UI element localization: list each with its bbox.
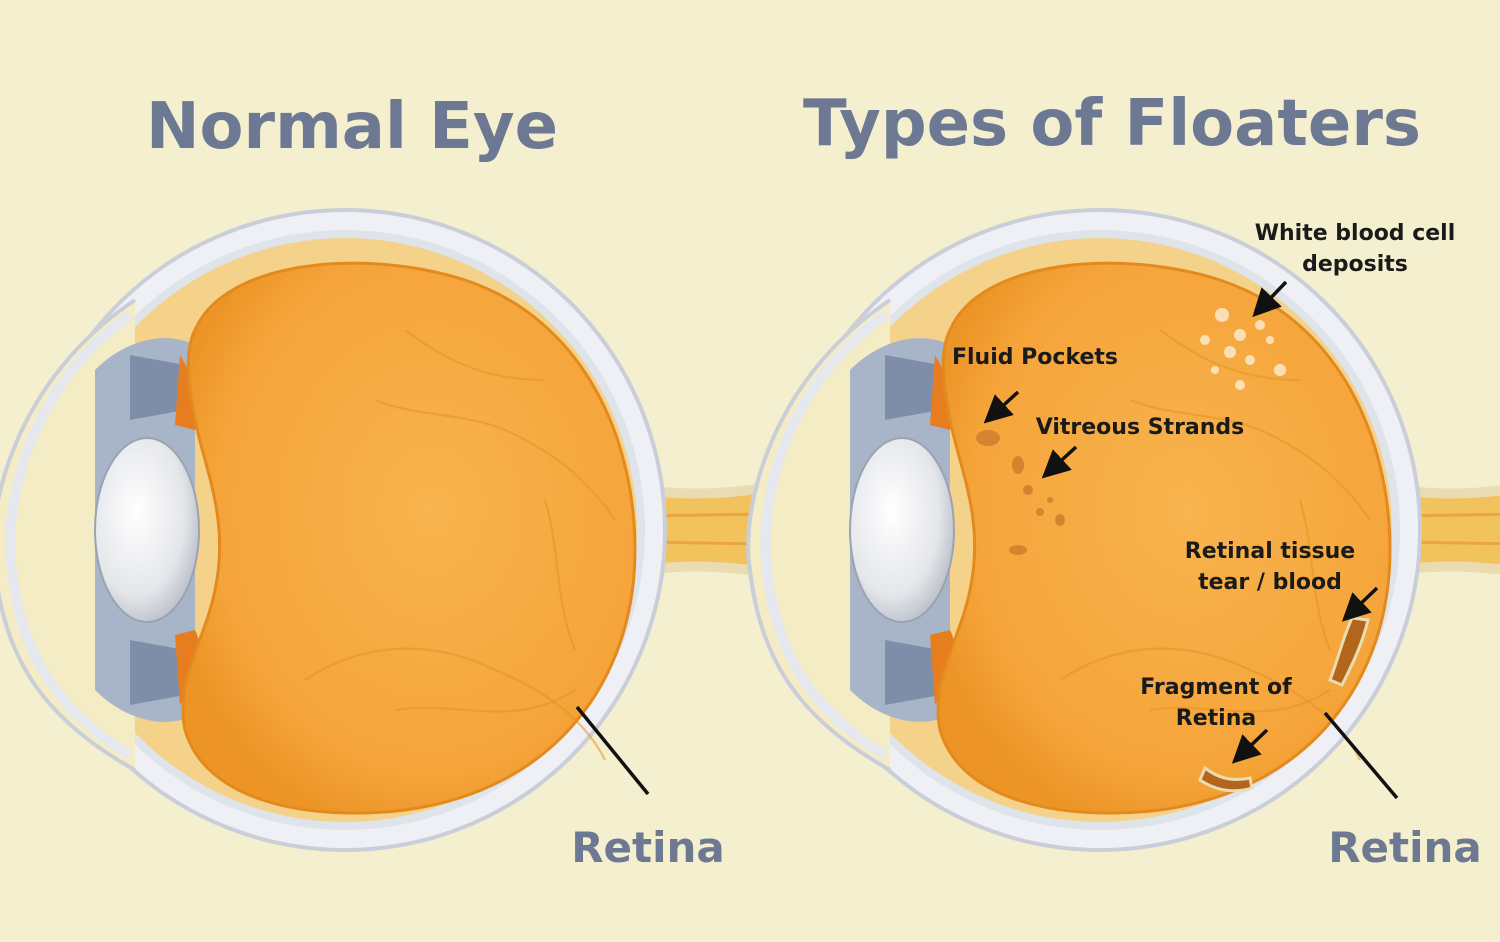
label-retina-left: Retina xyxy=(571,823,725,872)
label-fragment-line2: Retina xyxy=(1176,706,1256,731)
label-fragment-line1: Fragment of xyxy=(1140,675,1292,700)
title-normal-eye: Normal Eye xyxy=(146,90,558,164)
normal-eye-illustration xyxy=(0,210,765,850)
wbc-deposits xyxy=(1200,308,1286,390)
label-tear-line1: Retinal tissue xyxy=(1185,539,1355,564)
retina-leader-right xyxy=(1323,711,1399,800)
title-types-of-floaters: Types of Floaters xyxy=(803,87,1421,161)
label-wbc-line2: deposits xyxy=(1302,252,1408,277)
retina-leader-left xyxy=(575,705,650,796)
arrow-wbc xyxy=(1252,280,1288,318)
arrow-fluid-pockets xyxy=(983,390,1020,424)
label-tear-line2: tear / blood xyxy=(1198,570,1342,595)
arrow-retinal-fragment xyxy=(1231,728,1269,764)
floaters-eye-illustration xyxy=(748,210,1500,850)
retinal-fragment xyxy=(1198,765,1254,793)
retinal-tear xyxy=(1328,616,1370,687)
label-wbc-line1: White blood cell xyxy=(1255,221,1456,246)
label-vitreous-strands: Vitreous Strands xyxy=(1036,415,1245,440)
arrow-vitreous-strands xyxy=(1041,445,1078,479)
arrow-retinal-tear xyxy=(1341,586,1379,622)
label-retina-right: Retina xyxy=(1328,823,1482,872)
fluid-pockets xyxy=(976,430,1065,555)
label-fluid-pockets: Fluid Pockets xyxy=(952,345,1118,370)
